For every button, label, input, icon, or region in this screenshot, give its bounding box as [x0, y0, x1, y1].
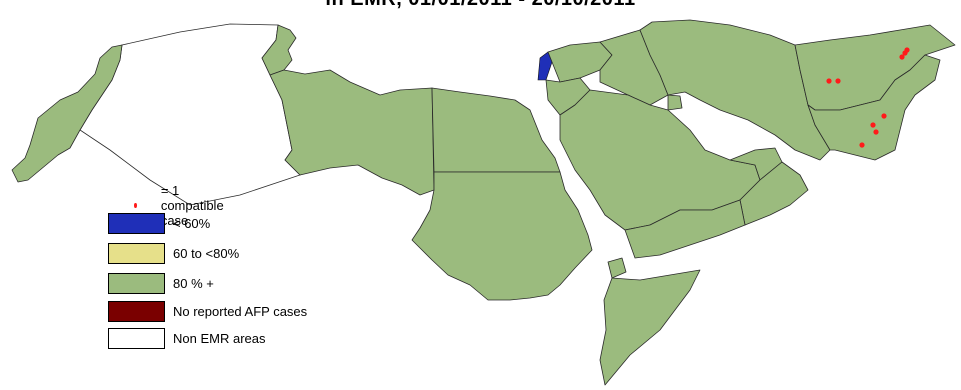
swatch-lt60 [108, 212, 165, 234]
legend-row-60to80: 60 to <80% [108, 242, 239, 264]
case-dot [826, 78, 832, 84]
country-libya [269, 69, 435, 196]
case-dot [899, 54, 905, 60]
case-dot [870, 122, 876, 128]
legend-label-lt60: < 60% [173, 215, 211, 231]
swatch-no-afp [108, 300, 165, 322]
country-sudan [411, 171, 593, 301]
case-dot [904, 47, 910, 53]
legend-label-80plus: 80 % + [173, 275, 214, 291]
legend-case-row: = 1 compatible case [108, 183, 226, 228]
map-title: in EMR, 01/01/2011 - 20/10/2011 [0, 0, 961, 11]
country-yemen [624, 199, 746, 259]
country-djibouti [607, 257, 627, 279]
country-tunisia [261, 24, 297, 76]
case-dot [835, 78, 841, 84]
country-somalia [599, 269, 701, 386]
swatch-80plus [108, 272, 165, 294]
country-morocco [11, 44, 123, 183]
swatch-60to80 [108, 242, 165, 264]
case-dot [881, 113, 887, 119]
legend-label-no-afp: No reported AFP cases [173, 303, 308, 319]
swatch-non-emr [108, 327, 165, 349]
case-dot [873, 129, 879, 135]
legend-row-no-afp: No reported AFP cases [108, 300, 307, 322]
case-dot-icon [134, 202, 137, 208]
country-kuwait [667, 94, 683, 111]
legend-row-lt60: < 60% [108, 212, 210, 234]
legend-label-non-emr: Non EMR areas [173, 330, 266, 346]
country-iran [639, 19, 831, 161]
case-dot [859, 142, 865, 148]
country-pakistan [807, 54, 941, 161]
country-lebanon-lowcov [537, 51, 553, 81]
legend-label-60to80: 60 to <80% [173, 245, 240, 261]
country-egypt [431, 87, 561, 173]
legend-row-80plus: 80 % + [108, 272, 214, 294]
country-oman [739, 161, 809, 226]
legend-row-non-emr: Non EMR areas [108, 327, 265, 349]
case-dots [826, 47, 910, 148]
legend-case-label: = 1 compatible case [160, 182, 224, 228]
